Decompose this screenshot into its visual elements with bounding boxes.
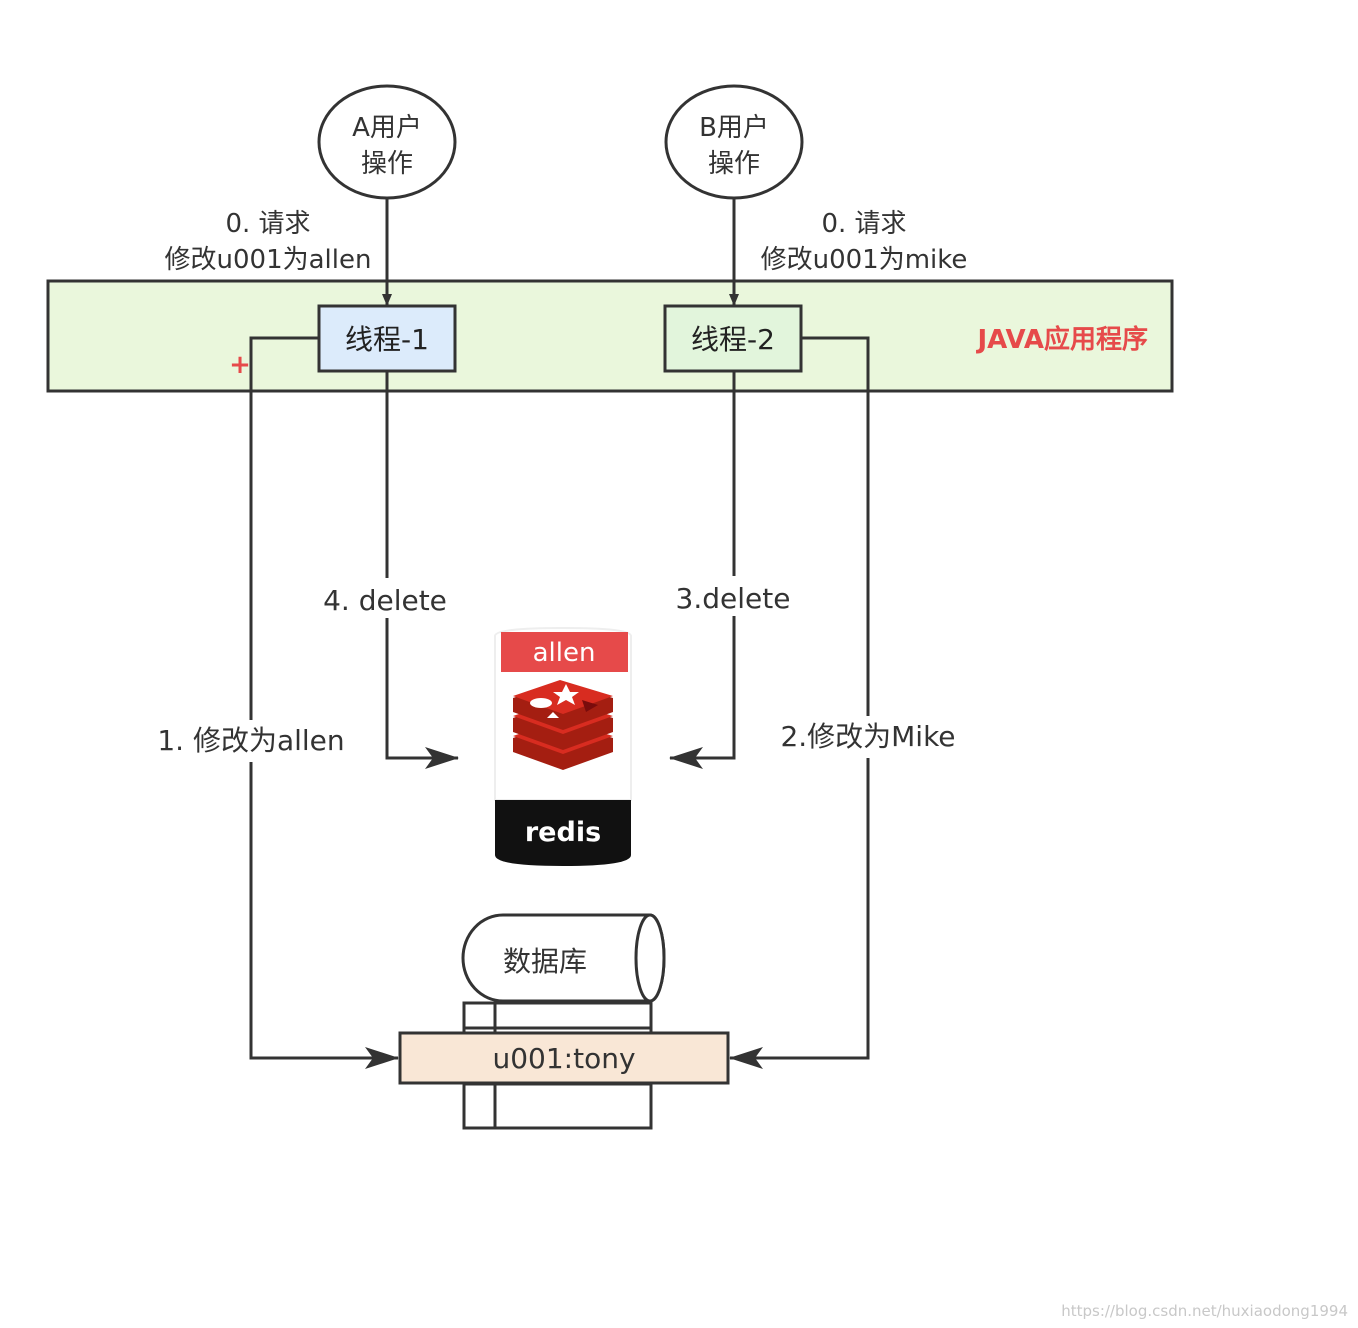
actor-a-label-2: 操作 <box>361 149 413 179</box>
watermark: https://blog.csdn.net/huxiaodong1994 <box>1061 1302 1348 1320</box>
actor-b-label-1: B用户 <box>699 113 769 143</box>
thread-2-label: 线程-2 <box>691 323 775 356</box>
plus-marker: + <box>229 350 251 380</box>
request-b-label-1: 0. 请求 <box>821 209 906 239</box>
request-a-label-1: 0. 请求 <box>225 209 310 239</box>
database-label: 数据库 <box>503 945 587 978</box>
step-1-label: 1. 修改为allen <box>157 724 344 757</box>
redis-name-label: redis <box>525 817 601 848</box>
database-record-label: u001:tony <box>492 1042 635 1075</box>
redis-cached-value: allen <box>533 638 596 668</box>
step-2-arrow <box>729 336 870 1069</box>
request-b-label-2: 修改u001为mike <box>761 245 968 275</box>
step-4-label: 4. delete <box>323 584 447 617</box>
request-a-label-2: 修改u001为allen <box>165 245 372 275</box>
step-3-label: 3.delete <box>676 582 791 615</box>
database-cylinder: 数据库 <box>461 913 666 1003</box>
database-table: u001:tony <box>398 1001 730 1130</box>
thread-1-label: 线程-1 <box>345 323 429 356</box>
redis-base <box>495 800 631 866</box>
actor-b-label-2: 操作 <box>708 149 760 179</box>
database-record-row <box>398 1031 730 1085</box>
redis-logo-icon <box>513 680 613 770</box>
actor-a-label-1: A用户 <box>352 113 422 143</box>
redis-cache: allen redis <box>494 626 632 866</box>
step-1-arrow <box>249 336 399 1069</box>
redis-value-banner <box>501 632 628 672</box>
step-2-label: 2.修改为Mike <box>780 720 955 753</box>
java-app-label: JAVA应用程序 <box>975 324 1148 355</box>
step-4-arrow <box>385 371 459 769</box>
step-3-arrow <box>669 371 736 769</box>
java-app-container <box>46 279 1174 393</box>
